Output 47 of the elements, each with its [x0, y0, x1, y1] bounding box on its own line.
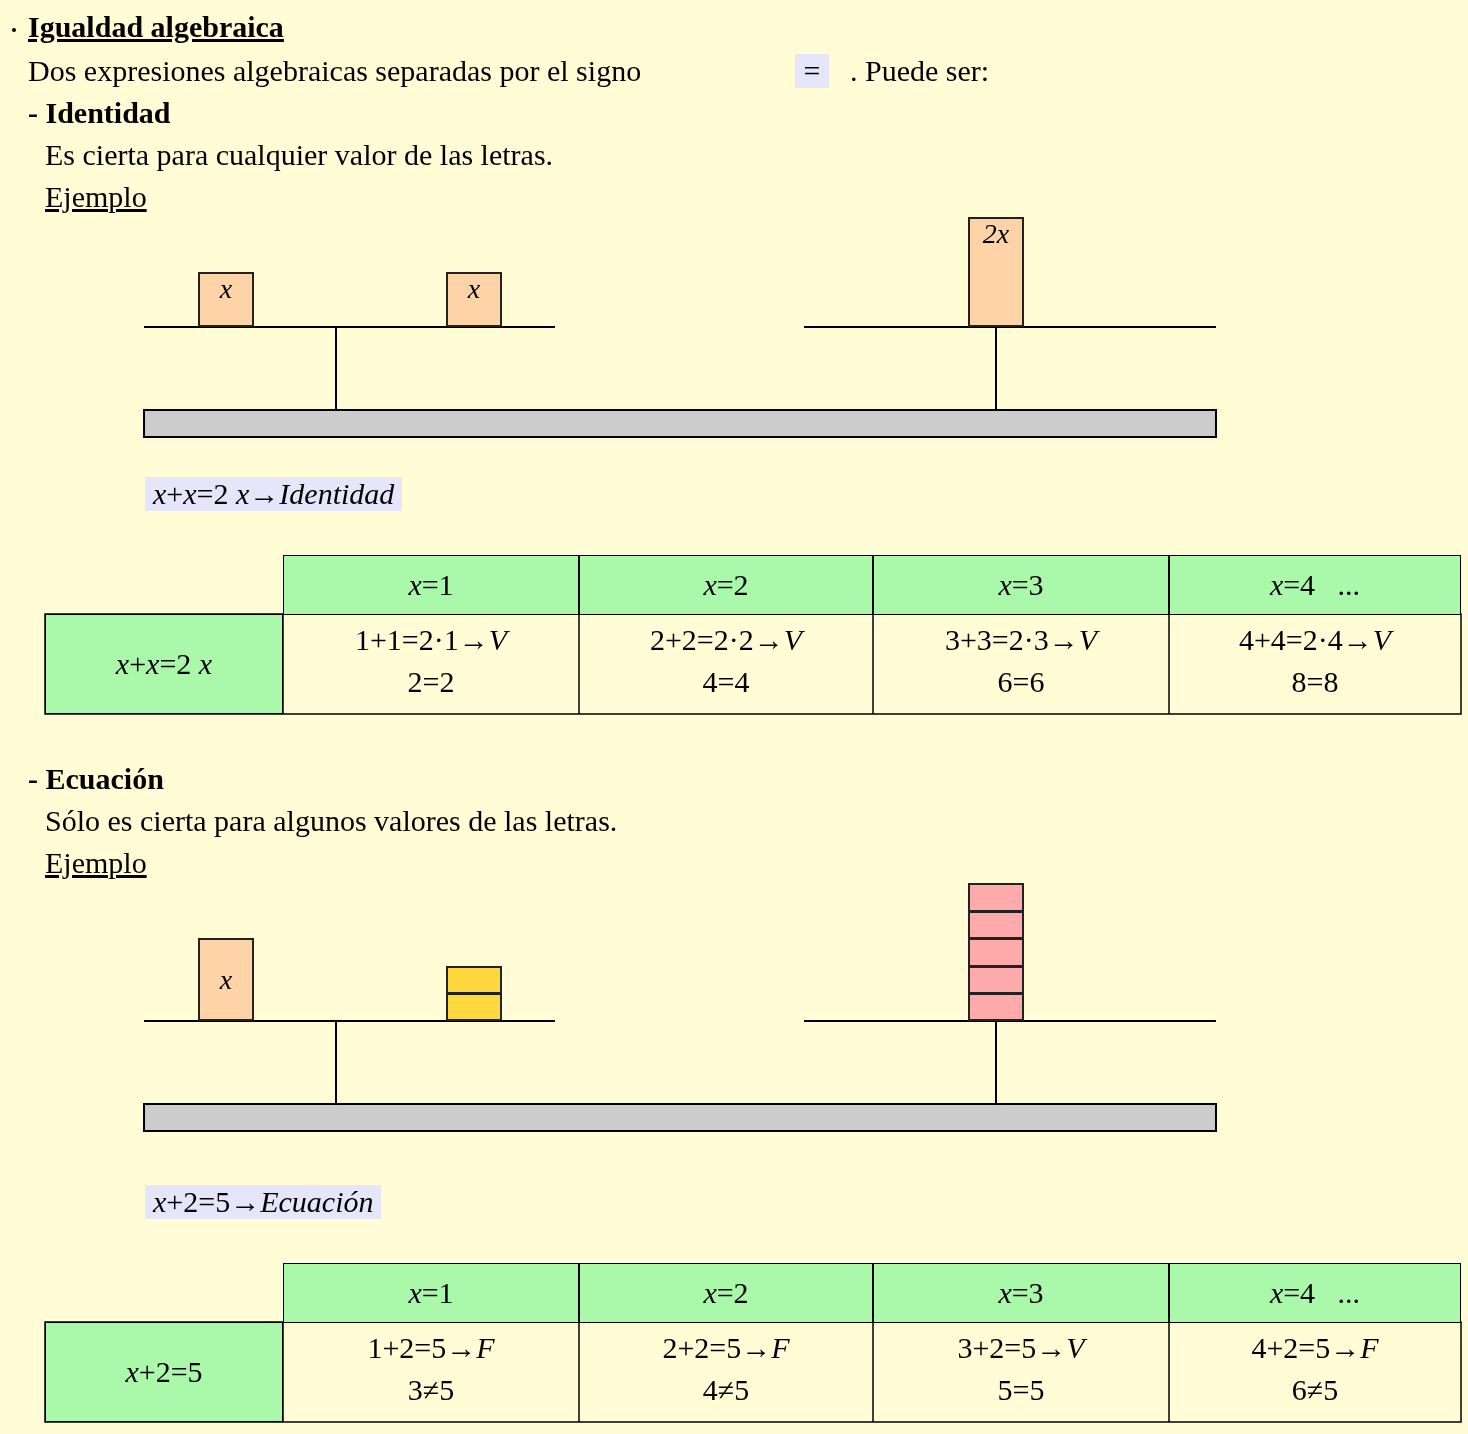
formula: x+2=5→Ecuación: [145, 1185, 382, 1219]
labeled-block: 2x: [968, 217, 1024, 327]
equation: 6=6: [996, 665, 1046, 700]
text: Dos expresiones algebraicas separadas por el signo: [28, 54, 642, 88]
equation: 6≠5: [1290, 1373, 1340, 1408]
text: Es cierta para cualquier valor de las letras.: [45, 138, 554, 172]
formula: x+x=2 x→Identidad: [145, 477, 403, 511]
section-heading: - Identidad: [28, 96, 171, 130]
equation: 5=5: [996, 1373, 1046, 1408]
table-header: x=3: [873, 1263, 1169, 1323]
unit-block: [968, 938, 1024, 967]
equation: 3+3=2·3→V: [943, 623, 1101, 658]
equation: 4+2=5→F: [1250, 1331, 1380, 1366]
unit-block: [968, 993, 1024, 1021]
equation: 2+2=2·2→V: [648, 623, 806, 658]
table-header: x+2=5: [45, 1322, 283, 1422]
equation: 2=2: [406, 665, 456, 700]
equation: 4=4: [701, 665, 751, 700]
unit-block: [968, 883, 1024, 912]
text: . Puede ser:: [850, 54, 990, 88]
example-heading: Ejemplo: [45, 180, 147, 214]
equation: 8=8: [1290, 665, 1340, 700]
equation: 2+2=5→F: [661, 1331, 791, 1366]
equation: 4≠5: [701, 1373, 751, 1408]
example-heading: Ejemplo: [45, 846, 147, 880]
table-header: x+x=2 x: [45, 614, 283, 714]
equation: 1+1=2·1→V: [353, 623, 511, 658]
equation: 4+4=2·4→V: [1237, 623, 1395, 658]
text: Sólo es cierta para algunos valores de las letras.: [45, 804, 618, 838]
table-header: x=4 ...: [1169, 1263, 1461, 1323]
labeled-block: x: [198, 938, 254, 1021]
title: Igualdad algebraica: [28, 10, 284, 44]
table-header: x=3: [873, 555, 1169, 615]
table-header: x=4 ...: [1169, 555, 1461, 615]
equation: 1+2=5→F: [366, 1331, 496, 1366]
table-header: x=1: [283, 555, 579, 615]
table-header: x=2: [579, 1263, 873, 1323]
unit-block: [446, 966, 502, 994]
equation: 3≠5: [406, 1373, 456, 1408]
equals-sign: =: [795, 54, 829, 88]
labeled-block: x: [198, 272, 254, 327]
equation: 3+2=5→V: [873, 1331, 1169, 1369]
section-heading: - Ecuación: [28, 762, 164, 796]
labeled-block: x: [446, 272, 502, 327]
unit-block: [446, 993, 502, 1021]
table-header: x=1: [283, 1263, 579, 1323]
table-header: x=2: [579, 555, 873, 615]
